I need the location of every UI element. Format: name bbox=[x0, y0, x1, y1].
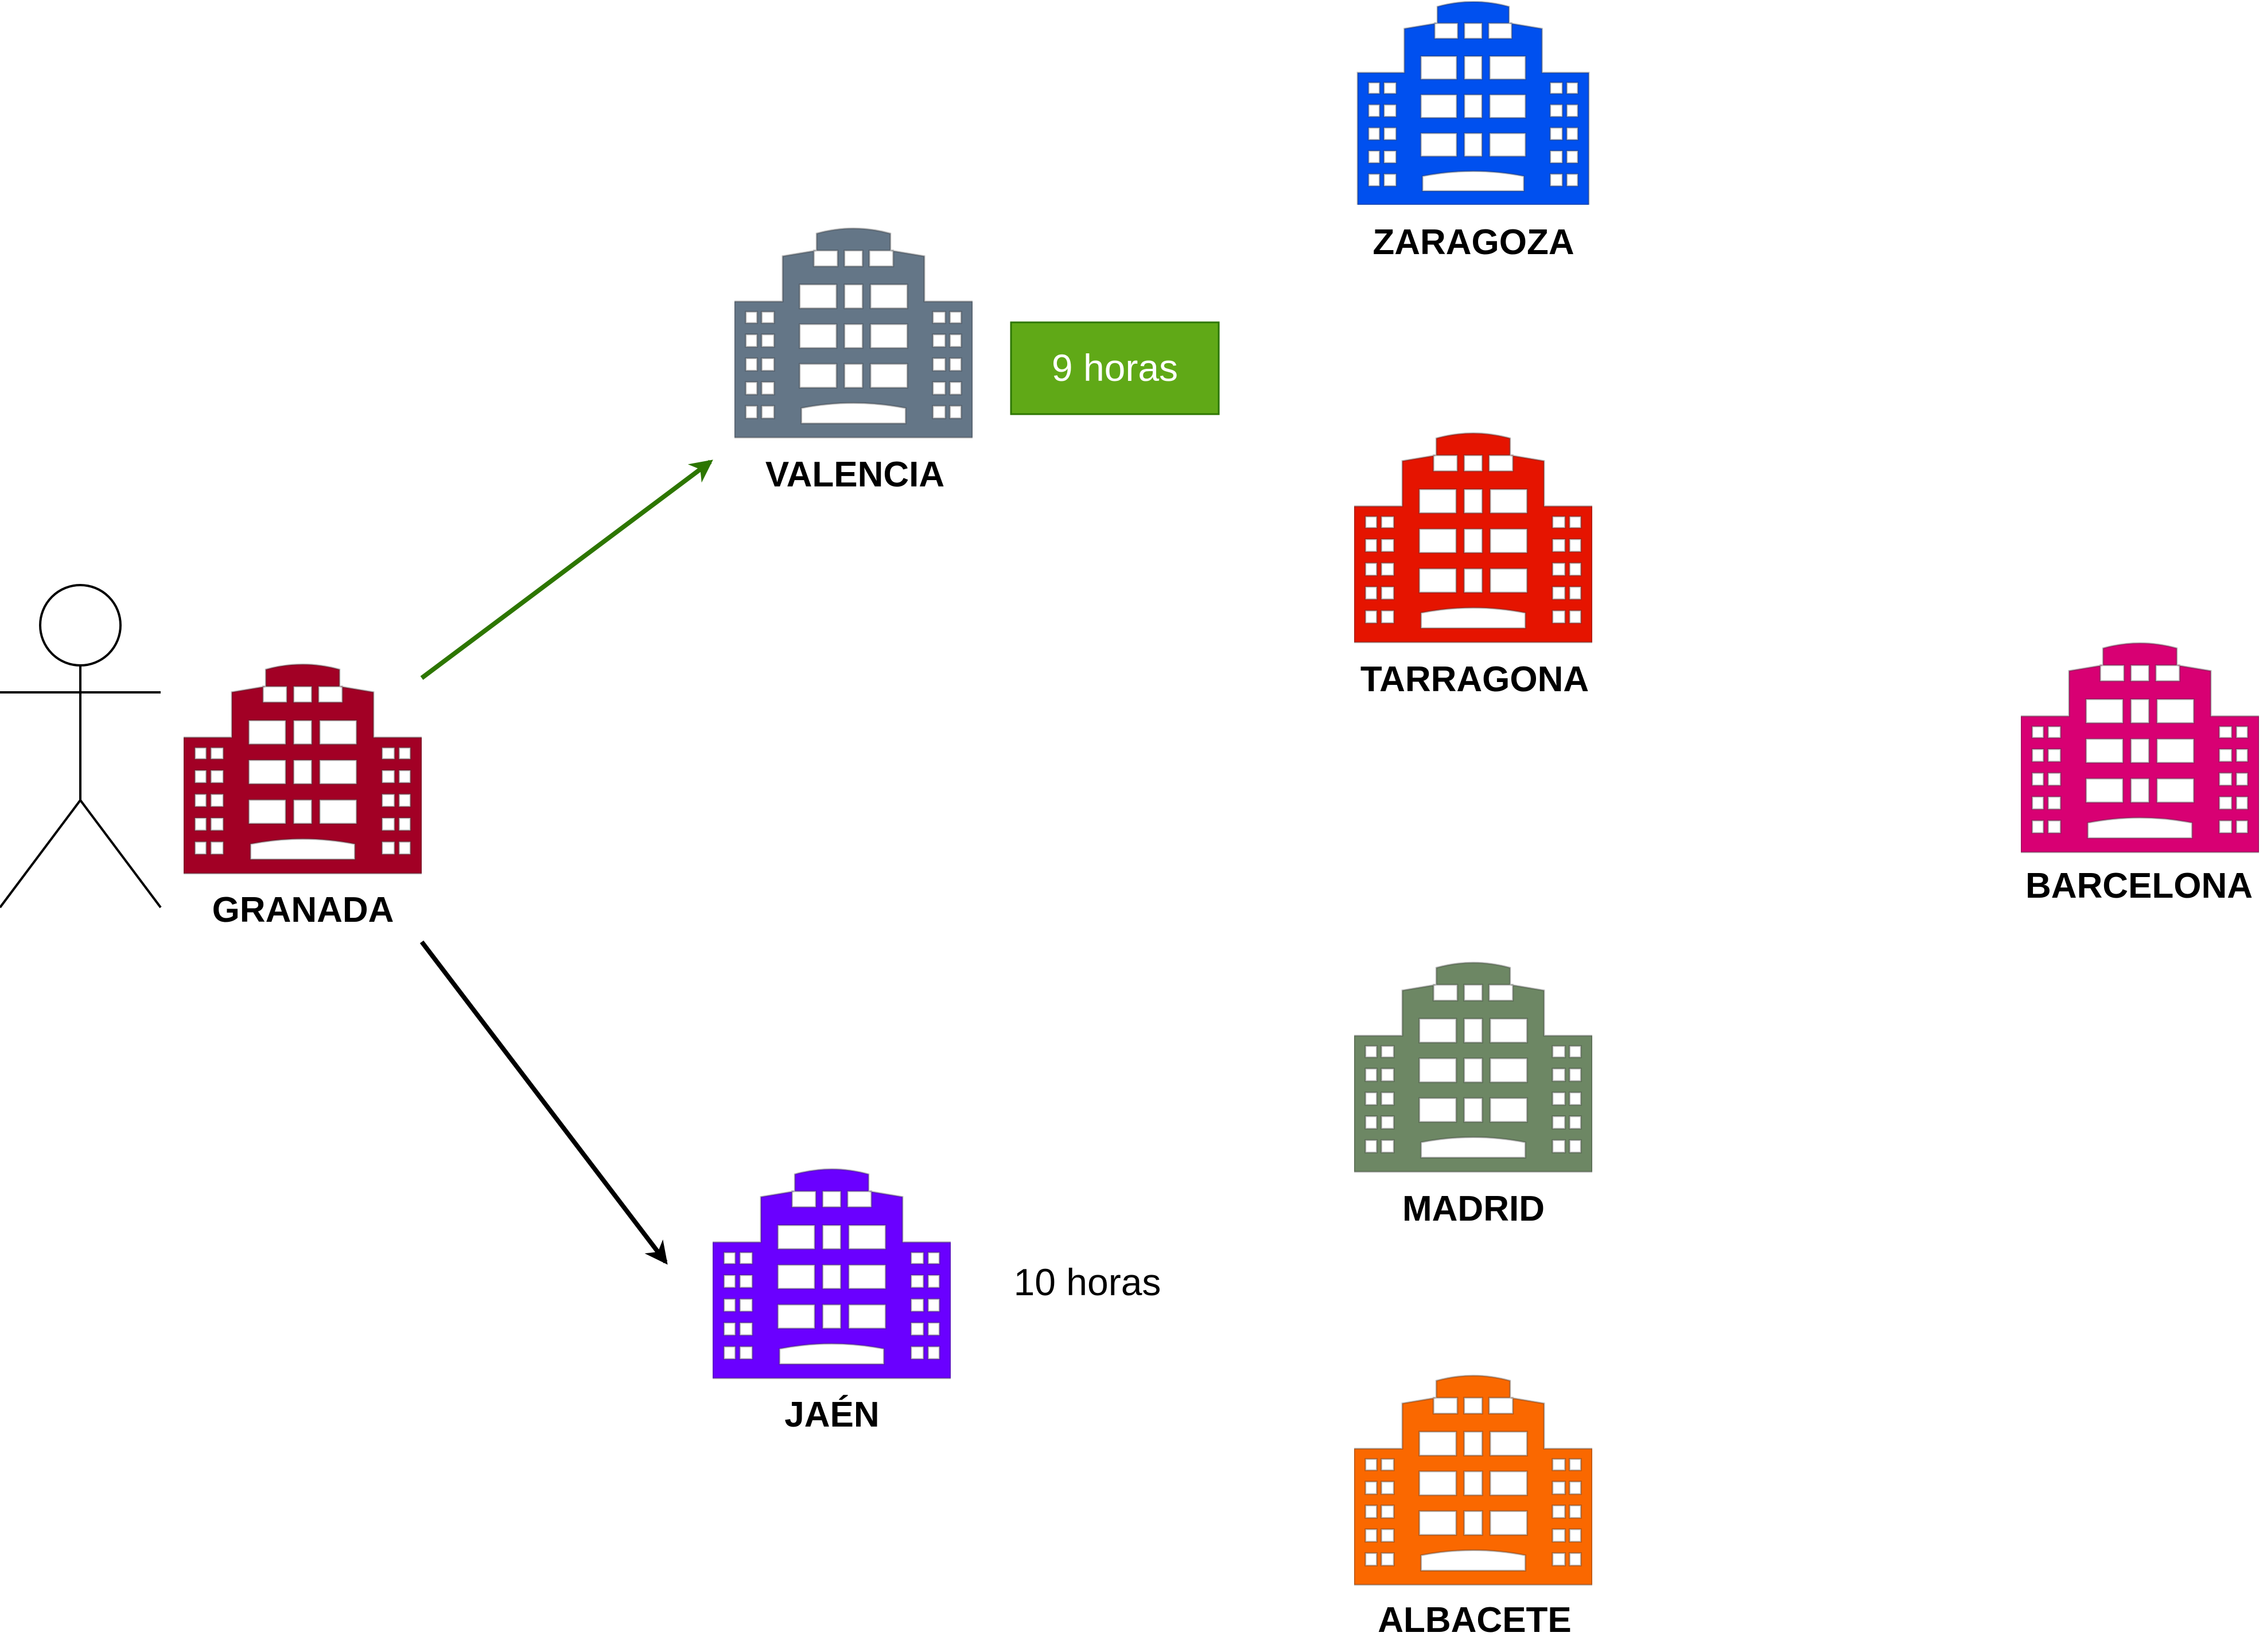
city-label: ALBACETE bbox=[1378, 1600, 1572, 1640]
office-building-icon bbox=[1356, 1, 1590, 205]
note-9-horas-text: 9 horas bbox=[1052, 346, 1178, 389]
city-label: MADRID bbox=[1402, 1189, 1545, 1229]
city-label: BARCELONA bbox=[2025, 866, 2253, 906]
city-madrid[interactable]: MADRID bbox=[1354, 961, 1592, 1229]
city-valencia[interactable]: VALENCIA bbox=[734, 227, 973, 494]
city-zaragoza[interactable]: ZARAGOZA bbox=[1356, 1, 1590, 262]
office-building-icon bbox=[1354, 961, 1592, 1173]
city-albacete[interactable]: ALBACETE bbox=[1354, 1374, 1592, 1640]
office-building-icon bbox=[1354, 1374, 1592, 1586]
city-label: GRANADA bbox=[212, 890, 394, 930]
edge-granada-to-jaen[interactable] bbox=[419, 940, 668, 1265]
city-jaen[interactable]: JAÉN bbox=[713, 1168, 951, 1435]
city-granada[interactable]: GRANADA bbox=[184, 663, 422, 930]
office-building-icon bbox=[734, 227, 973, 439]
note-10-horas-text: 10 horas bbox=[1014, 1261, 1161, 1303]
stick-figure-icon bbox=[0, 584, 162, 909]
city-label: TARRAGONA bbox=[1360, 660, 1589, 699]
city-tarragona[interactable]: TARRAGONA bbox=[1354, 432, 1592, 699]
office-building-icon bbox=[713, 1168, 951, 1380]
edges-layer bbox=[419, 459, 713, 1265]
note-9-horas-box bbox=[1010, 321, 1220, 415]
office-building-icon bbox=[1354, 432, 1592, 644]
city-label: ZARAGOZA bbox=[1372, 223, 1574, 262]
note-9-horas: 9 horas bbox=[1010, 321, 1220, 415]
office-building-icon bbox=[2021, 642, 2259, 854]
edge-granada-to-valencia[interactable] bbox=[420, 459, 713, 680]
city-barcelona[interactable]: BARCELONA bbox=[2021, 642, 2259, 906]
city-label: JAÉN bbox=[784, 1395, 879, 1435]
office-building-icon bbox=[184, 663, 422, 875]
city-label: VALENCIA bbox=[765, 455, 944, 494]
